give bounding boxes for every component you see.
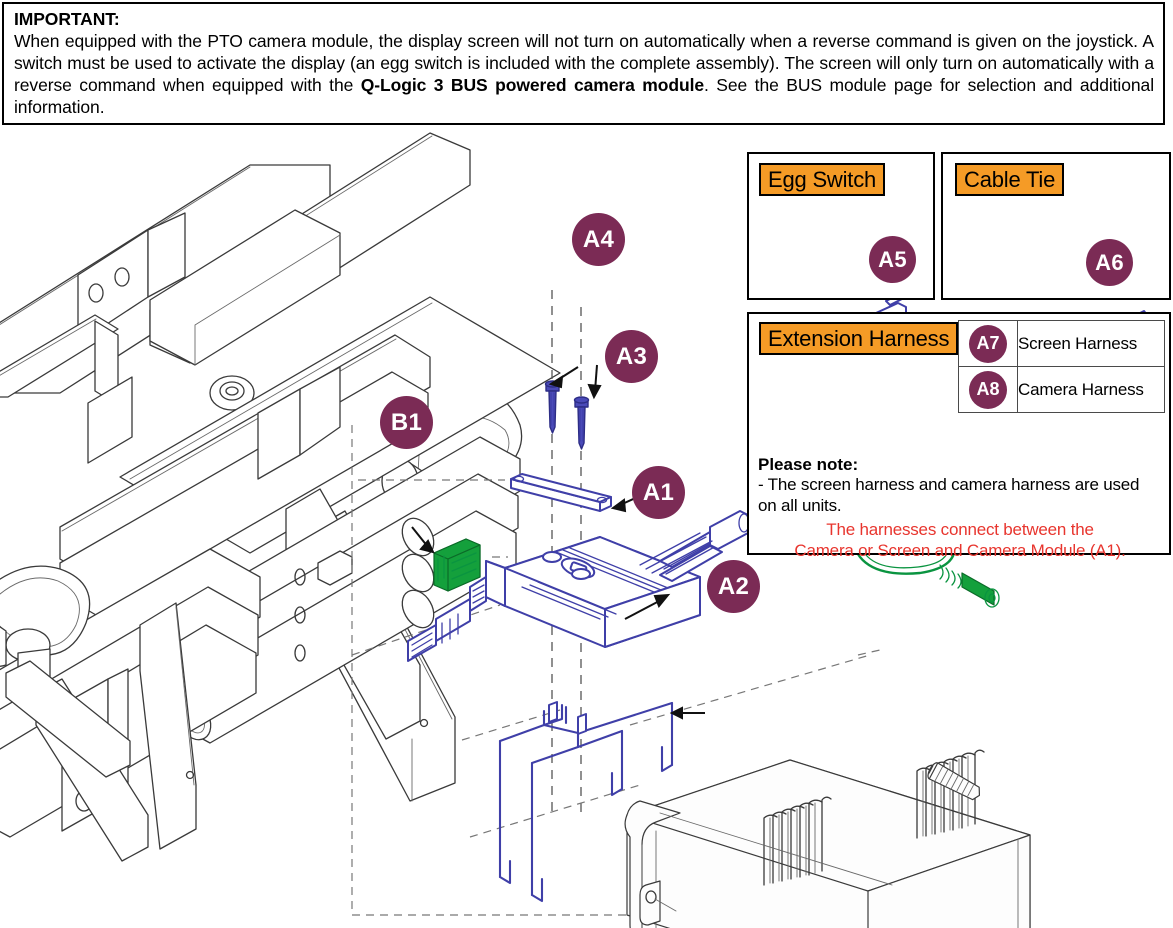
harness-label-camera: Camera Harness — [1017, 366, 1165, 413]
display-screen-illustration — [624, 749, 1031, 928]
note-red-line2: Camera or Screen and Camera Module (A1). — [794, 540, 1126, 560]
a4-leader-arrows — [548, 364, 602, 400]
important-body-bold: Q-Logic 3 BUS powered camera module — [360, 74, 705, 95]
harness-badge-cell: A7 — [958, 320, 1018, 367]
a1-leader-arrow — [624, 593, 671, 620]
harness-badge-cell: A8 — [958, 366, 1018, 413]
harness-label-screen: Screen Harness — [1017, 320, 1165, 367]
important-notice-box: IMPORTANT: When equipped with the PTO ca… — [2, 2, 1165, 125]
table-row: A8 Camera Harness — [958, 366, 1165, 413]
assembly-screw-upper — [927, 762, 981, 801]
callout-a1: A1 — [632, 466, 685, 519]
callout-b1: B1 — [380, 396, 433, 449]
important-body-part1: When equipped with the PTO camera module… — [14, 30, 1154, 95]
note-line: - The screen harness and camera harness … — [758, 475, 1140, 515]
b1-connector-illustration — [433, 538, 481, 592]
b1-leader-arrow — [411, 526, 435, 554]
badge-a6: A6 — [1086, 239, 1133, 286]
a3-mounting-plate-illustration — [510, 473, 612, 512]
extension-harness-note: Please note: - The screen harness and ca… — [758, 455, 1162, 562]
badge-a7: A7 — [969, 324, 1007, 363]
harness-table: A7 Screen Harness A8 Camera Harness — [958, 320, 1165, 413]
a1-camera-module-illustration — [407, 510, 750, 662]
badge-a8: A8 — [969, 370, 1007, 409]
exploded-assembly-diagram: .ln { fill:none; stroke:#3a3a3a; stroke-… — [0, 125, 1173, 928]
panel-cable-tie: Cable Tie A6 — [941, 152, 1171, 300]
panel-cable-tie-title: Cable Tie — [955, 163, 1065, 196]
badge-a5: A5 — [869, 236, 916, 283]
a2-wire-bracket-illustration — [498, 701, 674, 903]
panel-extension-harness: Extension Harness A7 Screen Harness A8 C… — [747, 312, 1171, 560]
callout-a4: A4 — [572, 213, 625, 266]
a2-leader-arrow — [669, 706, 705, 720]
callout-a2: A2 — [707, 560, 760, 613]
important-body-part2: . See the BUS module page for selection … — [14, 74, 1155, 117]
important-body: When equipped with the PTO camera module… — [14, 31, 1154, 119]
wheelchair-frame-illustration — [0, 132, 561, 862]
table-row: A7 Screen Harness — [958, 320, 1165, 367]
panel-egg-switch: Egg Switch A5 — [747, 152, 935, 300]
panel-egg-switch-title: Egg Switch — [759, 163, 886, 196]
note-red-line1: The harnesses connect between the — [826, 520, 1094, 540]
important-title: IMPORTANT: — [14, 9, 120, 29]
note-red-text: The harnesses connect between the Camera… — [758, 520, 1162, 561]
panel-extension-harness-title: Extension Harness — [759, 322, 959, 355]
note-heading: Please note: — [758, 455, 859, 474]
callout-a3: A3 — [605, 330, 658, 383]
